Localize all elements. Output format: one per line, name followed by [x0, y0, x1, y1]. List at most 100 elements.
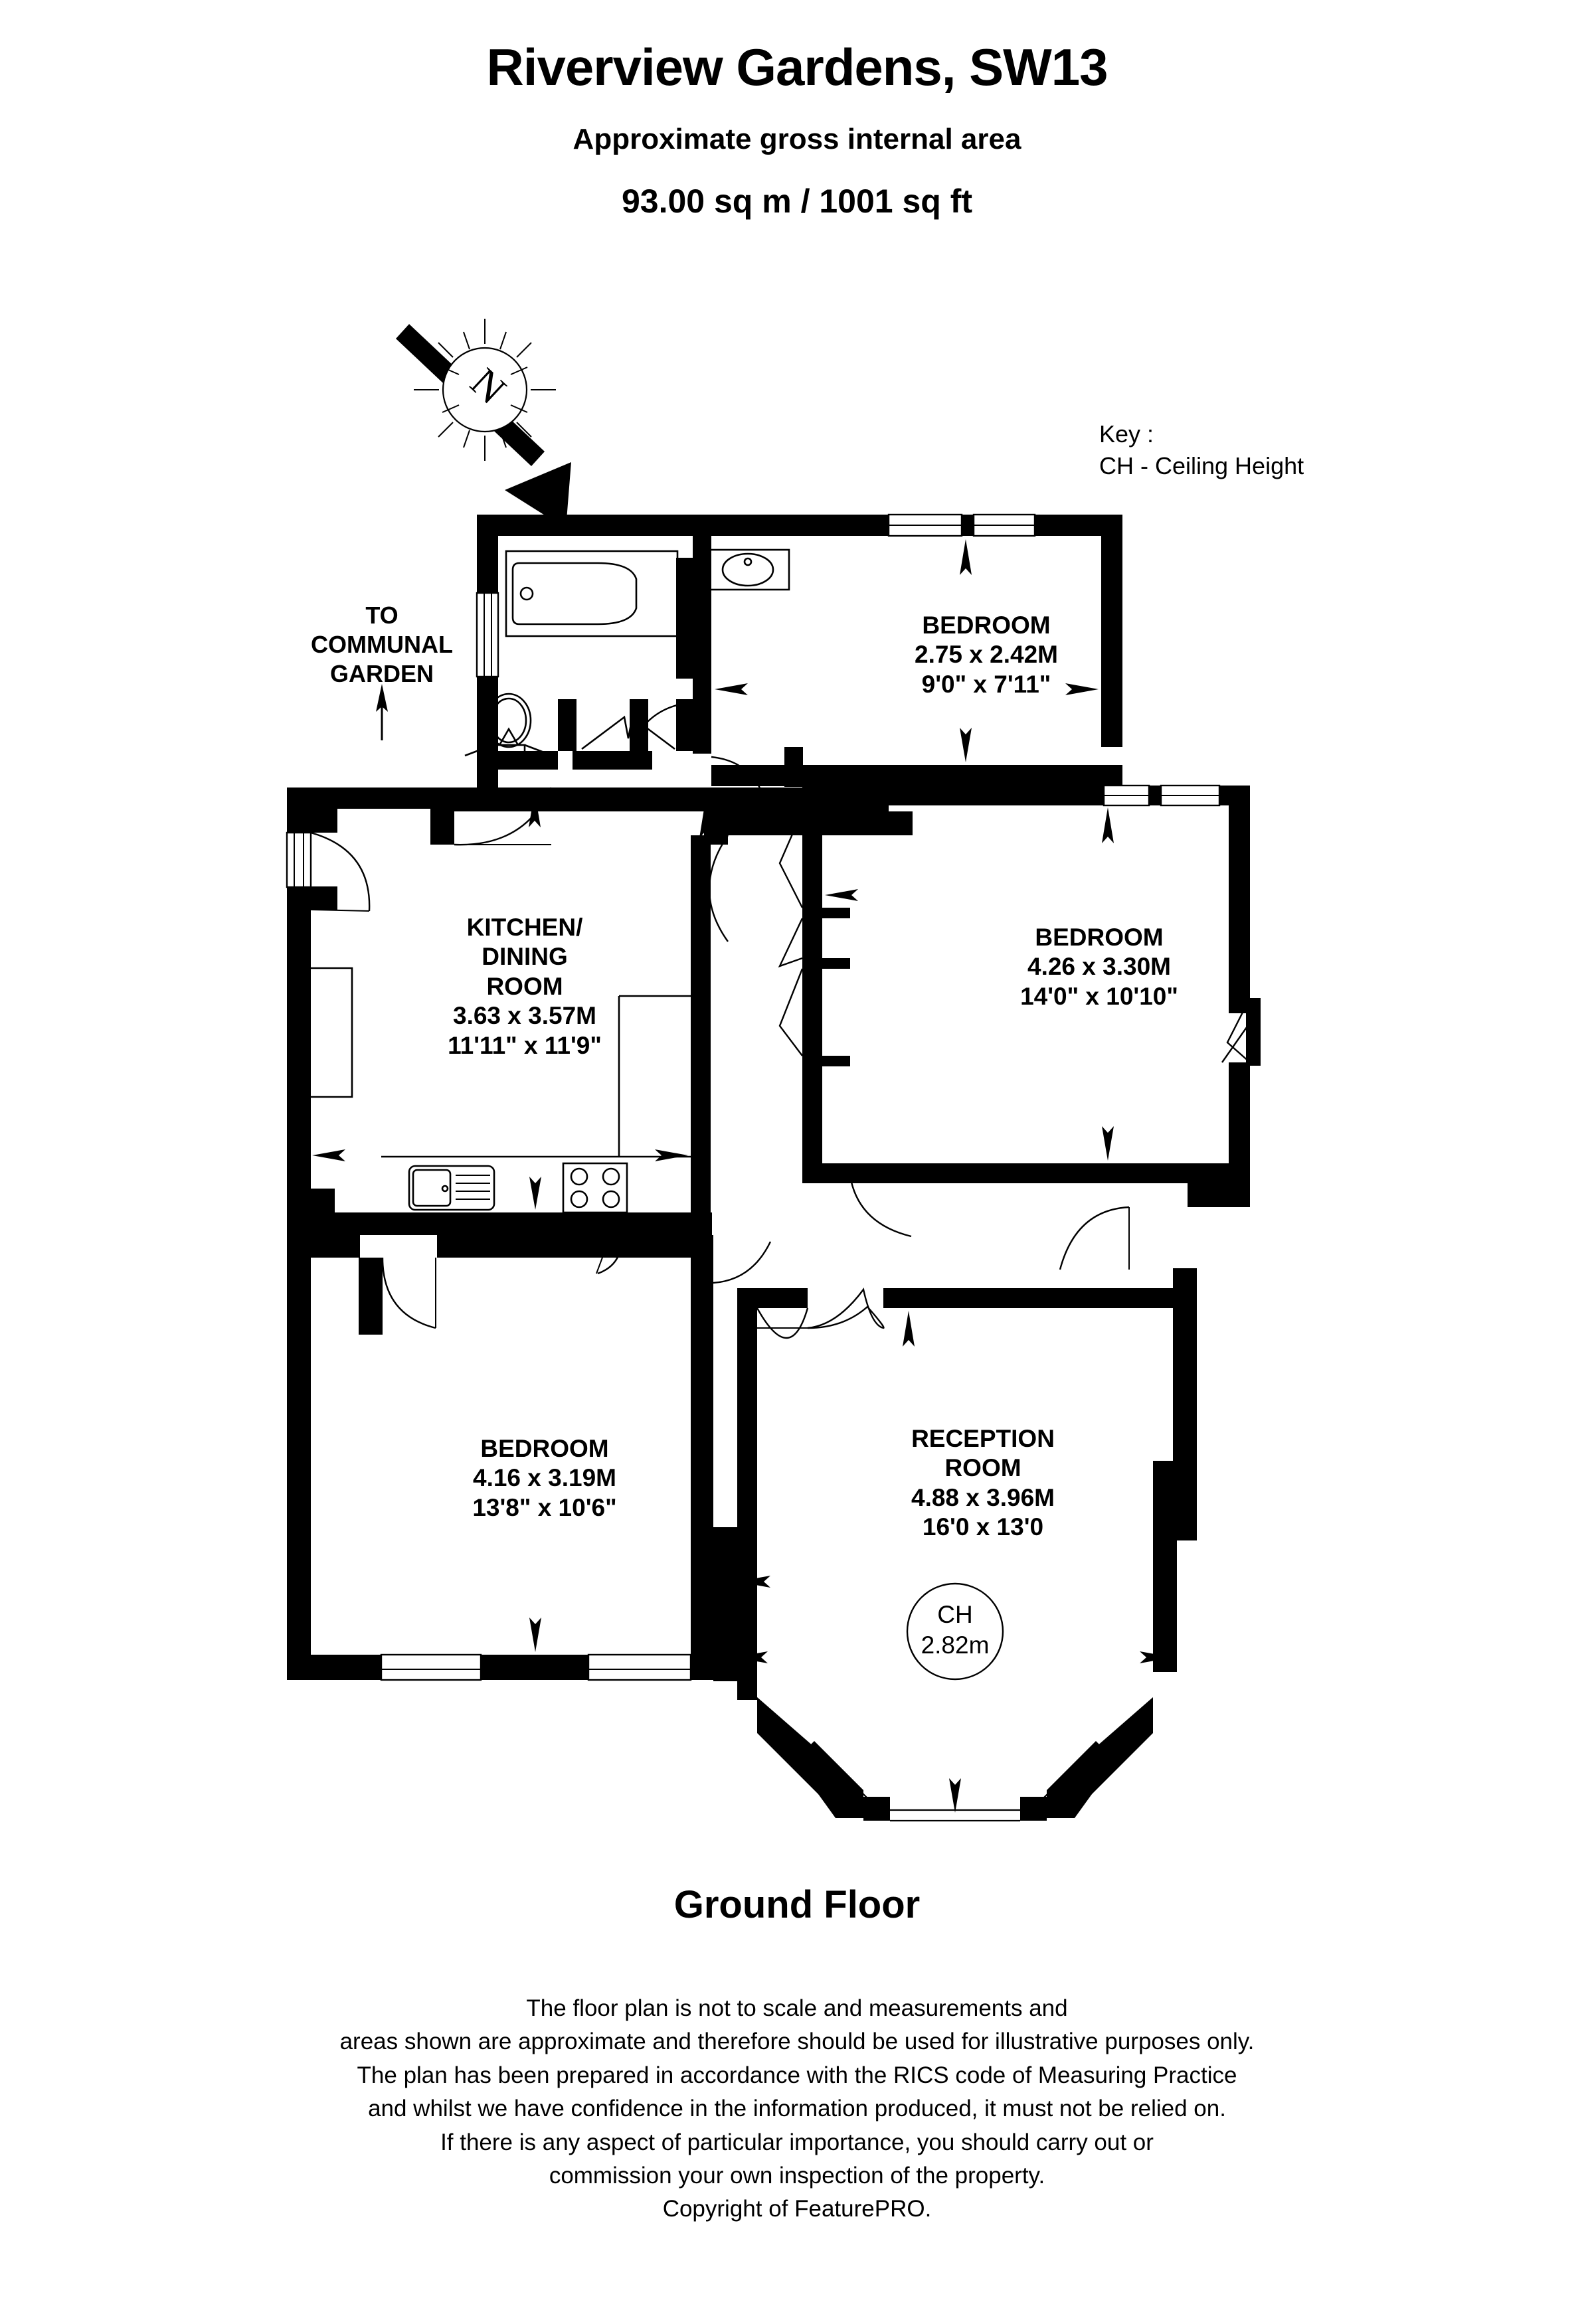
- wardrobe-swing-1: [778, 811, 804, 908]
- arch-curve-left: [756, 1307, 809, 1339]
- toilet-base: [464, 744, 553, 757]
- sink-bowl-icon: [412, 1169, 452, 1207]
- room-name-line-2: DINING: [482, 943, 568, 971]
- communal-garden-line-2: COMMUNAL: [311, 630, 453, 658]
- dim-arrow: [903, 1311, 915, 1347]
- compass-ticks: [414, 319, 556, 461]
- compass-rose: N: [396, 319, 571, 529]
- room-metric: 2.75 x 2.42M: [915, 641, 1058, 669]
- door-swing-bedroom-bottom: [381, 1257, 436, 1329]
- room-metric: 4.16 x 3.19M: [473, 1464, 616, 1492]
- window: [286, 831, 312, 888]
- ceiling-height-value: 2.82m: [921, 1631, 990, 1659]
- disclaimer-line-6: commission your own inspection of the pr…: [549, 2162, 1045, 2189]
- walls: [287, 515, 1261, 1821]
- hob-ring-icon: [602, 1190, 620, 1208]
- communal-garden-line-3: GARDEN: [329, 659, 434, 687]
- bathtub-basin: [511, 562, 638, 625]
- door-swing-reception: [1059, 1206, 1130, 1270]
- dim-arrow: [655, 1149, 688, 1161]
- door-swing-bedroom-middle: [847, 1163, 912, 1238]
- dim-arrow: [825, 889, 858, 901]
- dim-arrow: [529, 1618, 541, 1652]
- compass-circle: [442, 347, 528, 433]
- window-mullions: [294, 525, 1219, 1670]
- hall-arch-curve: [713, 1241, 772, 1284]
- door-leaf-kitchen-south: [596, 1216, 618, 1274]
- header: Riverview Gardens, SW13 Approximate gros…: [0, 0, 1594, 218]
- hob-ring-icon: [570, 1190, 588, 1208]
- dimension-arrows: [312, 539, 1173, 1813]
- bathtub-plug-icon: [519, 586, 534, 601]
- area-value: 93.00 sq m / 1001 sq ft: [621, 183, 973, 220]
- room-label-bedroom-bottom: BEDROOM 4.16 x 3.19M 13'8" x 10'6": [412, 1434, 677, 1523]
- hob-outline: [562, 1162, 628, 1214]
- ceiling-height-badge: CH 2.82m: [906, 1582, 1004, 1681]
- room-imperial: 11'11" x 11'9": [448, 1031, 602, 1059]
- room-imperial: 14'0" x 10'10": [1020, 982, 1178, 1010]
- room-label-bedroom-middle: BEDROOM 4.26 x 3.30M 14'0" x 10'10": [966, 923, 1232, 1011]
- disclaimer-line-2: areas shown are approximate and therefor…: [339, 2029, 1255, 2055]
- area-subtitle: Approximate gross internal area: [573, 123, 1021, 155]
- room-imperial: 16'0 x 13'0: [922, 1513, 1044, 1541]
- sink-plug-icon: [441, 1185, 449, 1193]
- room-name: BEDROOM: [480, 1435, 609, 1462]
- room-imperial: 13'8" x 10'6": [472, 1493, 617, 1521]
- communal-garden-arrow-icon: [376, 684, 388, 740]
- arch-curve-center-2: [807, 1287, 884, 1329]
- sink-drainer-lines: [456, 1175, 490, 1200]
- door-swings: [310, 701, 1251, 1339]
- dim-arrow: [960, 728, 972, 762]
- key-ceiling-height: CH - Ceiling Height: [1099, 452, 1304, 479]
- room-name: BEDROOM: [1035, 924, 1164, 951]
- disclaimer-line-5: If there is any aspect of particular imp…: [440, 2129, 1154, 2155]
- dim-arrow: [1102, 1126, 1114, 1161]
- window: [380, 1653, 482, 1681]
- toilet-bowl-icon: [486, 693, 532, 748]
- floor-caption: Ground Floor: [673, 1883, 921, 1926]
- dim-arrow: [1140, 1651, 1173, 1663]
- dim-arrow: [960, 539, 972, 575]
- communal-garden-line-1: TO: [365, 602, 398, 629]
- hob-ring-icon: [602, 1167, 620, 1186]
- basin-bowl-icon: [721, 552, 774, 587]
- communal-garden-note: TO COMMUNAL GARDEN: [286, 601, 478, 689]
- basin-counter: [705, 548, 790, 591]
- door-swing-bathroom: [631, 701, 694, 743]
- room-name-line-2: ROOM: [944, 1454, 1021, 1482]
- dim-arrow: [699, 801, 711, 838]
- room-name-line-1: RECEPTION: [911, 1425, 1055, 1452]
- room-label-reception-room: RECEPTION ROOM 4.88 x 3.96M 16'0 x 13'0: [843, 1424, 1122, 1542]
- disclaimer-line-4: and whilst we have confidence in the inf…: [368, 2096, 1226, 2122]
- wardrobe-swing-3: [778, 968, 804, 1056]
- kitchen-counter-left: [311, 967, 353, 1098]
- dim-arrow: [529, 791, 541, 827]
- basin-tap-icon: [743, 557, 753, 566]
- sink-outline: [408, 1165, 495, 1211]
- disclaimer: The floor plan is not to scale and measu…: [0, 1992, 1594, 2226]
- ceiling-height-label: CH: [937, 1601, 972, 1628]
- cupboard-swing-right-2: [1221, 1022, 1251, 1063]
- folding-door-icon: [581, 715, 675, 750]
- dim-arrow: [735, 1651, 768, 1663]
- kitchen-fixtures: [311, 967, 691, 1214]
- disclaimer-line-3: The plan has been prepared in accordance…: [357, 2062, 1237, 2088]
- bathtub-outline: [505, 550, 679, 637]
- cupboard-swing-right: [1226, 997, 1251, 1063]
- dim-arrow: [715, 683, 748, 695]
- ceiling-height-circle: [906, 1582, 1004, 1681]
- key-block: Key : CH - Ceiling Height: [1099, 418, 1304, 481]
- dim-arrow: [949, 1778, 961, 1813]
- room-metric: 3.63 x 3.57M: [453, 1002, 596, 1030]
- toilet-cistern-icon: [491, 744, 526, 754]
- dim-arrow: [529, 1177, 541, 1210]
- dim-arrow: [737, 1576, 770, 1588]
- room-imperial: 9'0" x 7'11": [921, 670, 1051, 698]
- page-title: Riverview Gardens, SW13: [486, 38, 1108, 96]
- door-swing-bedroom-top: [711, 756, 765, 797]
- window: [476, 592, 499, 678]
- key-heading: Key :: [1099, 420, 1154, 448]
- wardrobe-swing-2: [778, 918, 804, 968]
- door-swing-kitchen-south: [597, 1216, 622, 1275]
